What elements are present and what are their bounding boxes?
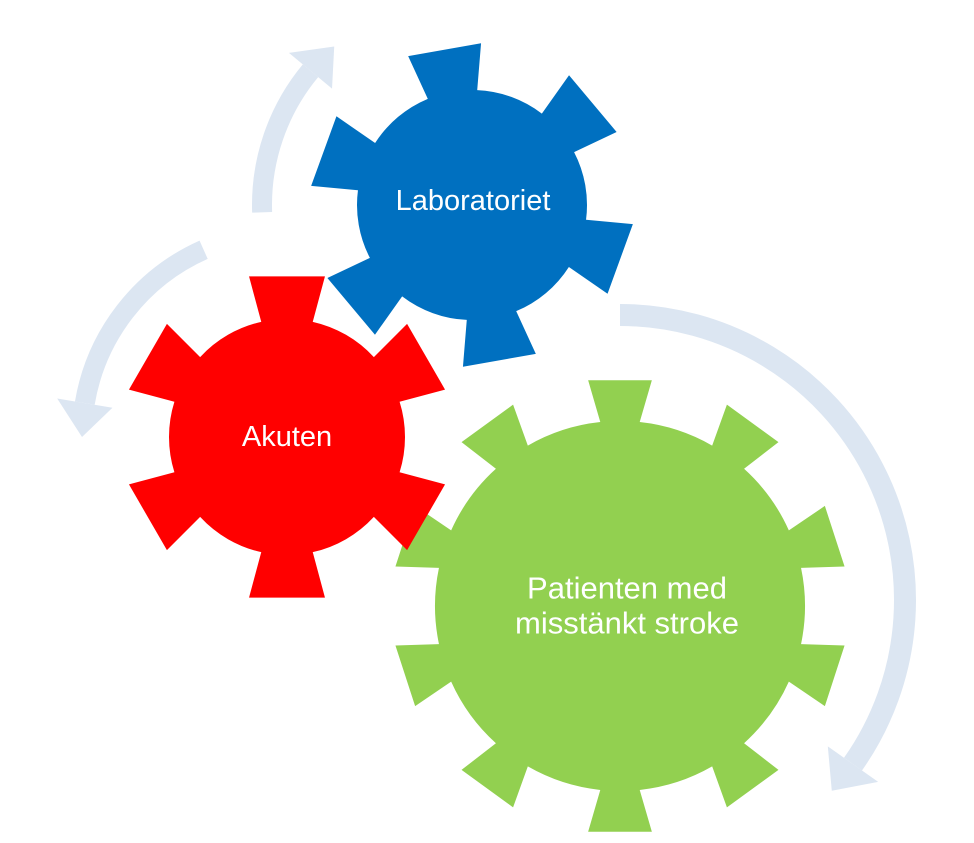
arrow-left-shaft <box>74 240 208 405</box>
gear-akuten <box>128 276 446 598</box>
gear-label-laboratoriet: Laboratoriet <box>395 184 551 217</box>
arrow-left-head-icon <box>57 398 113 437</box>
arrow-right-shaft <box>619 304 916 771</box>
gear-label-line-1: Patienten med <box>527 570 727 606</box>
arrow-top-shaft <box>252 64 319 213</box>
gear-laboratoriet <box>311 43 633 367</box>
arrow-top-head-icon <box>288 46 335 89</box>
gear-label-line-2: misstänkt stroke <box>515 605 739 640</box>
gear-label-patienten: Patienten med misstänkt stroke <box>515 571 739 640</box>
arrow-right-head-icon <box>827 746 879 791</box>
gear-label-akuten: Akuten <box>241 420 333 453</box>
gear-patienten <box>395 380 845 832</box>
